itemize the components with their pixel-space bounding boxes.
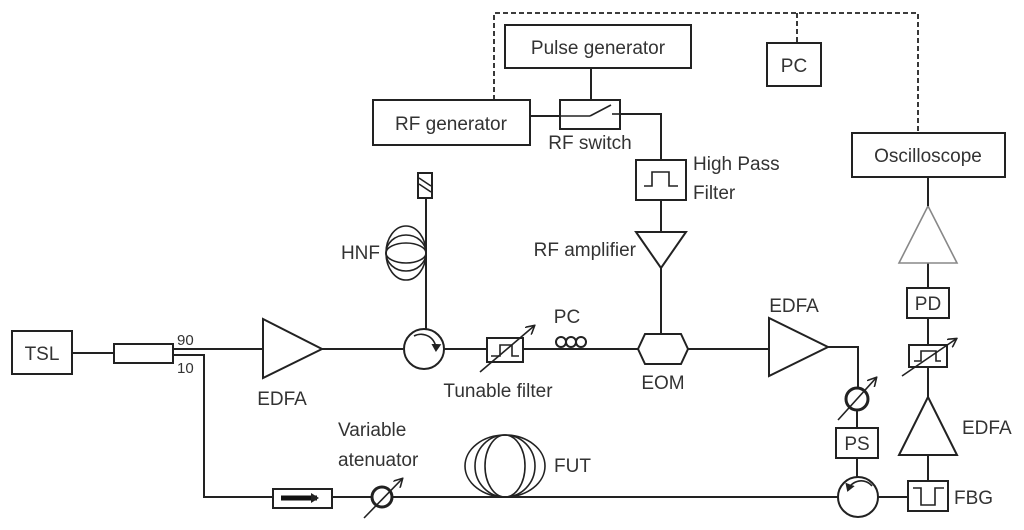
fiber-reference-branch [173,354,273,498]
circulator-2[interactable] [837,476,879,518]
fut-fiber-coil[interactable]: FUT [464,434,591,498]
switch-toggle-icon [589,104,612,117]
pc-computer-label: PC [781,56,807,77]
fut-label: FUT [554,456,591,477]
edfa-2-label: EDFA [769,296,819,317]
rf-switch-label: RF switch [548,133,631,154]
variable-attenuator-label-line2: atenuator [338,450,419,471]
oscilloscope[interactable]: Oscilloscope [851,132,1006,178]
pd-label: PD [915,294,941,315]
optical-isolator[interactable] [272,488,333,509]
control-bus-dashed [493,12,919,133]
high-pass-filter[interactable]: High Pass Filter [635,154,780,204]
variable-attenuator-label-line1: Variable [338,420,406,441]
photodetector-pd[interactable]: PD [906,287,950,319]
pulse-generator[interactable]: Pulse generator [504,24,692,69]
tunable-filter-label: Tunable filter [443,381,553,402]
circulator-arrow-icon [413,333,442,352]
polarization-controller[interactable]: PC [554,307,587,348]
coupler-port-10-label: 10 [177,360,194,377]
hnf-fiber-coil[interactable]: HNF [341,225,427,281]
edfa-3-amplifier[interactable]: EDFA [897,394,1012,456]
pc-polarization-label: PC [554,307,580,328]
circulator-1[interactable] [403,328,445,370]
tunable-arrow-icon [479,326,534,373]
pulse-generator-label: Pulse generator [531,38,666,59]
edfa-1-label: EDFA [257,389,307,410]
tsl-label: TSL [25,344,60,365]
rf-amplifier-label: RF amplifier [534,240,637,261]
pulse-shaper-ps[interactable]: PS [835,427,879,459]
circulator-2-arrow-icon [845,480,873,492]
rf-generator[interactable]: RF generator [372,99,531,146]
tunable-filter-2[interactable] [901,339,956,377]
tsl-source[interactable]: TSL [11,330,73,375]
eom-modulator[interactable]: EOM [636,333,690,394]
rf-switch[interactable]: RF switch [548,99,632,154]
rf-generator-label: RF generator [395,114,508,135]
pc-computer[interactable]: PC [766,42,822,87]
wire-switch-hpf [620,113,662,160]
electrical-amplifier[interactable] [897,204,959,264]
fbg-label: FBG [954,488,993,509]
coupler-90-10[interactable]: 90 10 [113,332,194,377]
attenuator-arrow-icon [837,378,876,421]
tunable-filter-2-arrow-icon [901,339,956,377]
coupler-port-90-label: 90 [177,332,194,349]
edfa-2-amplifier[interactable]: EDFA [768,296,831,378]
attenuator-1-arrow-icon [363,479,402,519]
edfa-1-amplifier[interactable]: EDFA [257,317,325,410]
hpf-label-line1: High Pass [693,154,780,175]
hpf-label-line2: Filter [693,183,736,204]
rf-amplifier[interactable]: RF amplifier [534,231,688,270]
hnf-label: HNF [341,243,380,264]
edfa-3-label: EDFA [962,418,1012,439]
fiber-termination-icon [417,172,433,199]
ps-label: PS [844,434,869,455]
tunable-filter[interactable]: Tunable filter [443,326,553,402]
oscilloscope-label: Oscilloscope [874,146,982,167]
eom-label: EOM [641,373,684,394]
fbg-filter[interactable]: FBG [907,480,993,512]
variable-attenuator-1[interactable]: Variable atenuator [338,420,419,519]
